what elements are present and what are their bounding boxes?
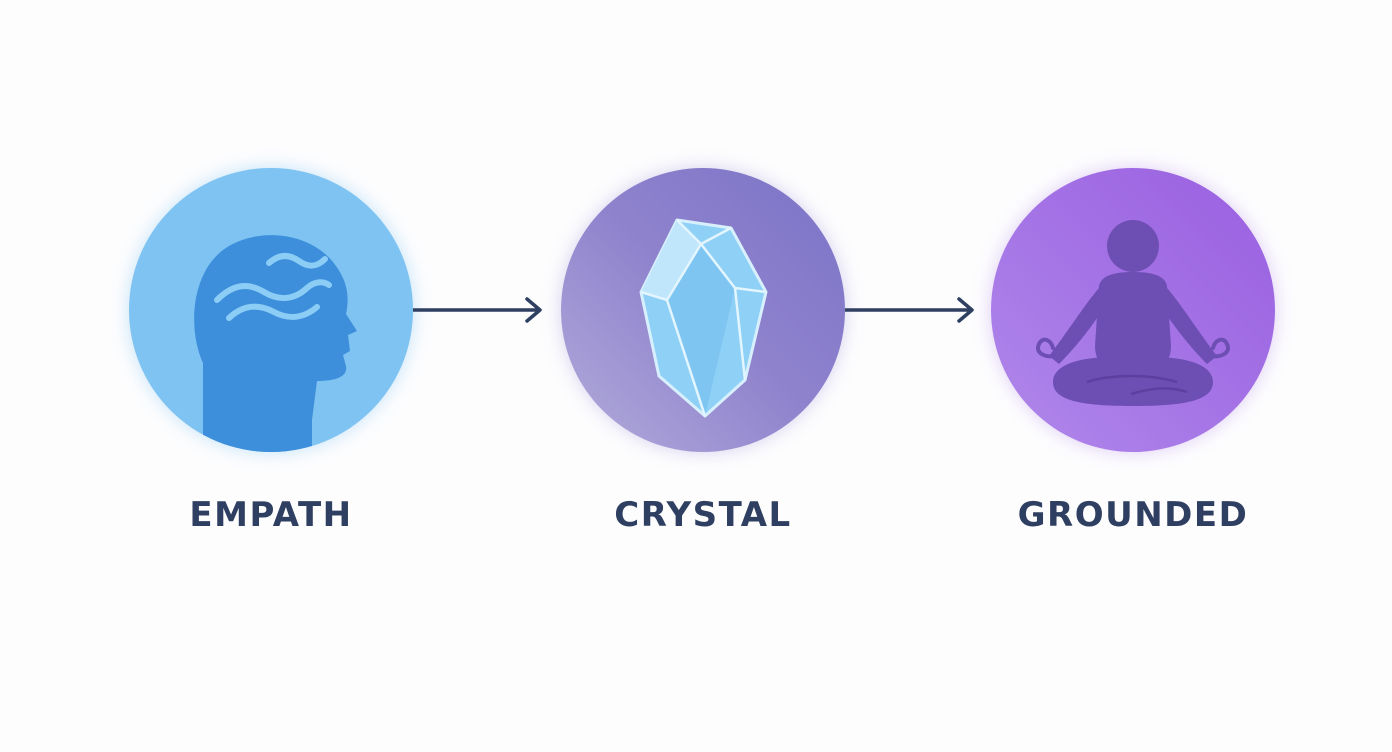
arrow-right-icon [845,297,974,323]
crystal-icon [639,218,768,418]
empath-circle [129,168,413,452]
grounded-circle [991,168,1275,452]
step-label-grounded: GROUNDED [1017,495,1249,535]
arrow-right-icon [413,297,542,323]
step-label-empath: EMPATH [189,495,353,535]
crystal-circle [561,168,845,452]
meditation-figure-icon [1036,220,1230,406]
head-waves-icon [194,235,357,452]
step-label-crystal: CRYSTAL [614,495,792,535]
